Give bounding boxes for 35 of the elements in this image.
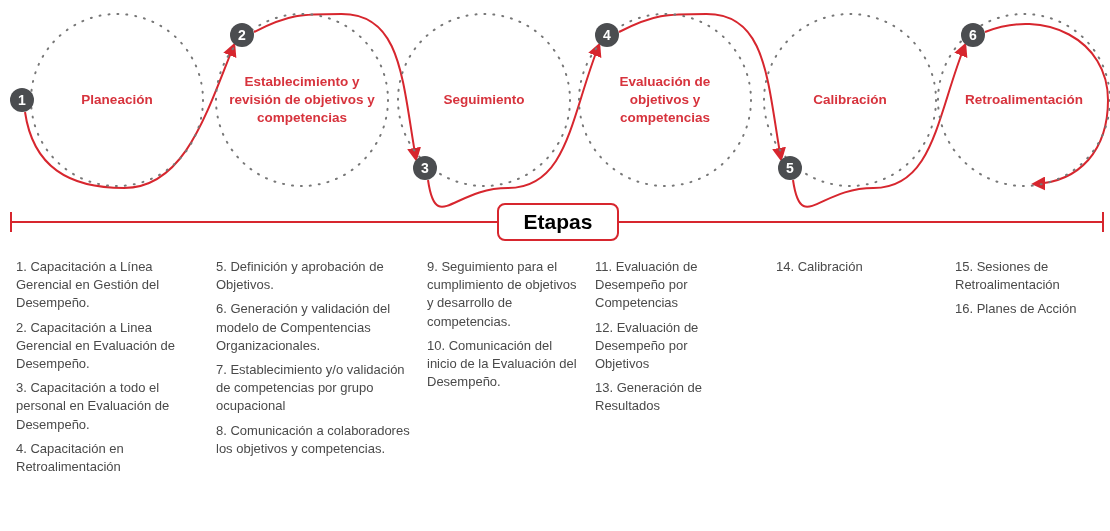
curved-arrow: [984, 23, 1109, 190]
number-badge: 4: [595, 23, 619, 47]
list-item: 15. Sesiones de Retroalimentación: [955, 258, 1061, 295]
number-badge: 2: [230, 23, 254, 47]
list-item: 13. Generación de Resultados: [595, 379, 703, 416]
number-badge: 1: [10, 88, 34, 112]
list-item: 8. Comunicación a colaboradores los objetivos y competencias.: [216, 421, 411, 458]
number-badge: 6: [961, 23, 985, 47]
stage-title: Planeación: [81, 90, 153, 110]
stage-title: Seguimiento: [443, 90, 525, 110]
curved-arrow: [24, 42, 237, 189]
list-item: 11. Evaluación de Desempeño por Competencias: [595, 258, 699, 313]
list-item: 3. Capacitación a todo el personal en Evaluación de Desempeño.: [16, 379, 171, 434]
list-item: 1. Capacitación a Línea Gerencial en Gestión del Desempeño.: [16, 258, 161, 313]
list-item: 16. Planes de Acción: [955, 300, 1078, 319]
list-item: 2. Capacitación a Linea Gerencial en Evaluación de Desempeño.: [16, 318, 176, 373]
list-item: 5. Definición y aprobación de Objetivos.: [216, 258, 385, 295]
list-item: 12. Evaluación de Desempeño por Objetivos: [595, 318, 700, 373]
curved-arrow: [427, 42, 602, 208]
list-item: 9. Seguimiento para el cumplimiento de objetivos y desarrollo de competencias.: [427, 258, 577, 331]
list-item: 14. Calibración: [776, 258, 864, 276]
stage-title: Calibración: [813, 90, 887, 110]
curved-arrow: [792, 42, 968, 208]
curved-arrow: [618, 13, 787, 162]
number-badge: 5: [778, 156, 802, 180]
section-heading-box: Etapas: [497, 203, 619, 241]
stage-title: Retroalimentación: [965, 90, 1083, 110]
list-item: 6. Generación y validación del modelo de Compentencias Organizacionales.: [216, 300, 392, 355]
number-badge: 3: [413, 156, 437, 180]
stage-title: Evaluación de objetivos y competencias: [590, 72, 740, 128]
list-item: 4. Capacitación en Retroalimentación: [16, 439, 125, 476]
stage-title: Establecimiento y revisión de objetivos y competencias: [227, 72, 377, 128]
curved-arrow: [253, 13, 422, 162]
list-item: 10. Comunicación del inicio de la Evaluación del Desempeño.: [427, 336, 577, 392]
list-item: 7. Establecimiento y/o validación de competencias por grupo ocupacional: [216, 360, 406, 416]
